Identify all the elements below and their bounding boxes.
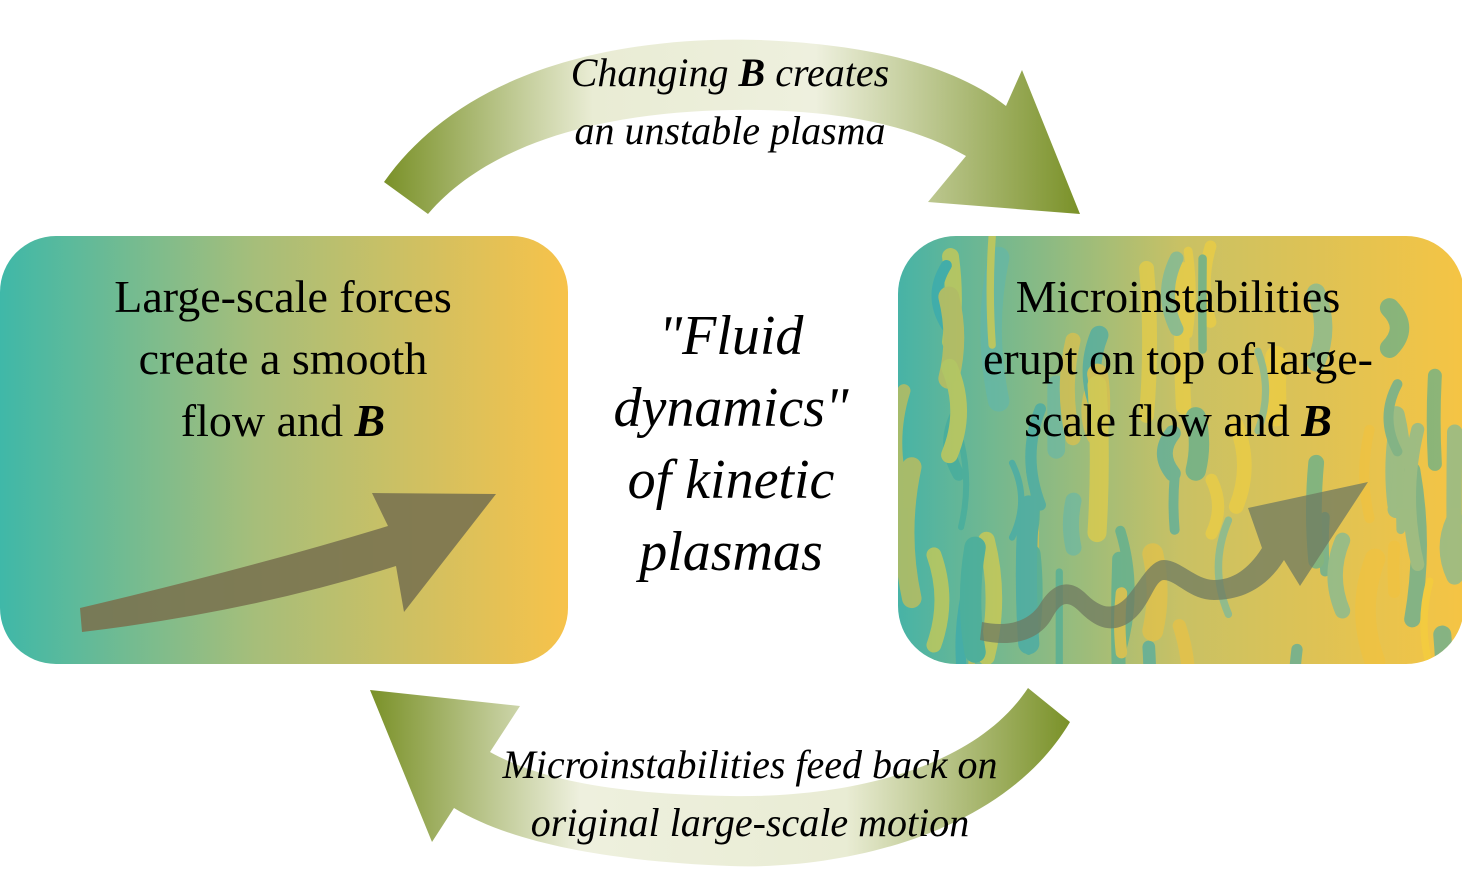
turbulence-streak	[1062, 492, 1082, 556]
turbulence-streak	[1306, 283, 1333, 372]
turbulence-streak	[941, 358, 967, 464]
turbulence-streak	[1142, 640, 1157, 664]
microinstability-arrow	[980, 482, 1368, 644]
turbulence-streak	[1025, 403, 1047, 511]
center-line-2: dynamics"	[613, 377, 849, 439]
top-arrow-caption: Changing B creates an unstable plasma	[470, 44, 990, 160]
top-caption-suffix: creates	[765, 50, 890, 95]
center-line-3: of kinetic	[627, 449, 835, 511]
right-line-3: scale flow and B	[912, 390, 1444, 452]
turbulence-streak	[978, 531, 1003, 664]
left-box-text: Large-scale forces create a smooth flow …	[20, 266, 546, 452]
turbulence-streak	[1185, 407, 1210, 481]
center-title: "Fluid dynamics" of kinetic plasmas	[560, 300, 902, 588]
turbulence-streak	[1439, 510, 1462, 585]
right-line-2: erupt on top of large-	[982, 333, 1374, 384]
left-line-2: create a smooth	[138, 333, 428, 384]
turbulence-streak	[1139, 260, 1158, 423]
magnetic-field-symbol: B	[738, 50, 766, 95]
turbulence-streak	[959, 536, 986, 663]
right-line-3-text: scale flow and	[1024, 395, 1302, 446]
magnetic-field-symbol: B	[1301, 395, 1332, 446]
turbulence-streak	[898, 457, 922, 609]
turbulence-streak	[1327, 532, 1351, 619]
center-line-4: plasmas	[639, 521, 823, 583]
turbulence-streak	[1059, 332, 1081, 446]
turbulence-streak	[1142, 543, 1168, 642]
top-caption-line-1: Changing B creates	[470, 44, 990, 102]
bottom-cycle-arrow	[370, 688, 1070, 867]
bottom-arrow-caption: Microinstabilities feed back on original…	[390, 736, 1110, 852]
right-box-text: Microinstabilities erupt on top of large…	[912, 266, 1444, 452]
turbulence-streak	[1288, 643, 1303, 664]
top-caption-line-2: an unstable plasma	[574, 108, 886, 153]
turbulence-streak	[1359, 424, 1375, 524]
right-box	[898, 236, 1462, 664]
turbulence-streak	[1355, 548, 1386, 664]
bottom-caption-line-1: Microinstabilities feed back on	[502, 742, 998, 787]
left-line-1: Large-scale forces	[114, 271, 452, 322]
bottom-caption-line-2: original large-scale motion	[530, 800, 970, 845]
turbulence-streak	[1402, 422, 1425, 572]
turbulence-streak	[1254, 347, 1270, 435]
center-line-1: "Fluid	[658, 305, 804, 367]
turbulence-streak	[1156, 425, 1181, 482]
turbulence-streak	[1087, 375, 1109, 543]
turbulence-streak	[1183, 246, 1196, 339]
turbulence-streak	[1205, 473, 1225, 540]
right-line-1: Microinstabilities	[1015, 271, 1341, 322]
turbulence-streak	[1161, 251, 1184, 337]
turbulence-streak	[1433, 625, 1455, 664]
turbulence-streak	[1426, 368, 1442, 471]
left-line-3: flow and B	[20, 390, 546, 452]
top-cycle-arrow	[384, 39, 1080, 214]
left-line-3-text: flow and	[180, 395, 355, 446]
turbulence-streak	[1172, 619, 1196, 664]
top-caption-prefix: Changing	[570, 50, 739, 95]
turbulence-streak	[1379, 298, 1410, 358]
turbulence-streak	[1228, 417, 1252, 514]
smooth-flow-arrow	[80, 493, 496, 632]
turbulence-streak	[1168, 472, 1180, 535]
turbulence-streak	[986, 236, 996, 349]
turbulence-streak	[1420, 577, 1434, 664]
turbulence-streak	[1387, 540, 1401, 599]
turbulence-streak	[1214, 516, 1233, 618]
turbulence-streak	[1174, 262, 1192, 415]
magnetic-field-symbol: B	[354, 395, 386, 446]
turbulence-streak	[926, 547, 950, 653]
turbulence-streak	[1383, 379, 1403, 457]
turbulence-streak	[958, 438, 970, 531]
turbulence-streak	[1264, 345, 1288, 427]
